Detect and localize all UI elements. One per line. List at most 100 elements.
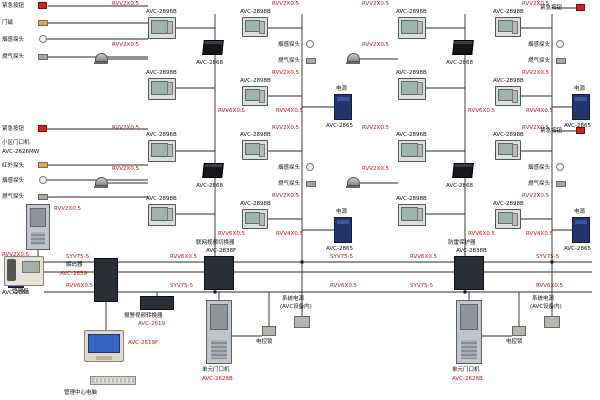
management-pc-keyboard xyxy=(90,376,136,385)
wire-label: RVV2X0.5 xyxy=(112,42,140,48)
sensor-label-gas-5: 燃气探头 xyxy=(278,181,301,187)
emergency-button-icon xyxy=(576,127,585,134)
indoor-monitor xyxy=(242,17,268,37)
gas-detector-icon xyxy=(556,58,566,64)
indoor-monitor xyxy=(148,204,176,226)
sensor-label-emergency-3: 紧急按钮 xyxy=(2,126,25,132)
indoor-monitor xyxy=(398,78,426,100)
gas-detector-icon xyxy=(306,58,316,64)
model-label: AVC-2898B xyxy=(493,78,524,84)
wire-label: SYV75-5 xyxy=(170,283,194,289)
smoke-detector-icon xyxy=(306,163,314,171)
model-label: AVC-2898B xyxy=(240,132,271,138)
gas-detector-icon xyxy=(556,181,566,187)
wire-label: RVV6X0.5 xyxy=(66,283,94,289)
surge-protector-label: 防雷保护器 xyxy=(448,240,476,246)
management-phone xyxy=(4,256,44,286)
system-power-2 xyxy=(544,316,560,328)
unit-door-station-2-model: AVC-2626B xyxy=(452,376,483,382)
sensor-label-smoke-6: 烟感探头 xyxy=(528,165,551,171)
electric-lock-2-label: 电控锁 xyxy=(506,339,523,345)
sensor-label-gas-3: 燃气探头 xyxy=(528,58,551,64)
power-label: 电源 xyxy=(574,209,586,215)
smoke-detector-icon xyxy=(306,40,314,48)
surge-protector-model: AVC-2838B xyxy=(456,248,487,254)
system-power-2-label: 系统电源 xyxy=(532,296,555,302)
floor-distributor xyxy=(452,40,474,55)
sensor-label-emergency-1: 紧急按钮 xyxy=(2,3,25,9)
smoke-detector-icon xyxy=(556,40,564,48)
door-magnet-icon xyxy=(38,20,48,26)
wire-label: RVV4X0.5 xyxy=(276,231,304,237)
model-label: AVC-2898B xyxy=(493,9,524,15)
electric-lock-1 xyxy=(262,326,276,336)
model-label: AVC-2898B xyxy=(146,70,177,76)
model-label: AVC-2898B xyxy=(493,201,524,207)
power-label: 电源 xyxy=(336,209,348,215)
wire-label: RVV6X0.5 xyxy=(536,283,564,289)
indoor-monitor xyxy=(495,86,521,106)
wire-label: RVV2X0.5 xyxy=(362,1,390,7)
wire-label: RVV6X0.5 xyxy=(468,231,496,237)
electric-lock-1-label: 电控锁 xyxy=(256,339,273,345)
gas-detector-icon xyxy=(306,181,316,187)
indoor-monitor xyxy=(495,209,521,229)
decoder-model: AVC-2839 xyxy=(60,271,87,277)
sensor-label-gas-2: 燃气探头 xyxy=(278,58,301,64)
electric-lock-2 xyxy=(512,326,526,336)
model-label: AVC-2896B xyxy=(396,9,427,15)
dome-camera-icon xyxy=(346,177,360,188)
model-label: AVC-2868 xyxy=(196,60,223,66)
unit-door-station-2 xyxy=(456,300,482,364)
system-power-2-sublabel: (AVC设备内) xyxy=(530,304,562,310)
wire-label: RVV2X0.5 xyxy=(522,1,550,7)
emergency-button-icon xyxy=(38,125,47,132)
indoor-monitor xyxy=(398,140,426,162)
indoor-monitor xyxy=(148,140,176,162)
wire-label: RVV2X0.5 xyxy=(112,166,140,172)
sensor-label-smoke-4: 烟感探头 xyxy=(2,178,25,184)
surge-protector-box xyxy=(454,256,484,290)
wire-label: RVV6X0.5 xyxy=(330,283,358,289)
sensor-label-smoke-1: 烟感探头 xyxy=(2,37,25,43)
model-label: AVC-2868 xyxy=(446,60,473,66)
unit-door-station-1-model: AVC-2626B xyxy=(202,376,233,382)
floor-distributor xyxy=(202,40,224,55)
sensor-label-gas-4: 燃气探头 xyxy=(2,194,25,200)
power-supply xyxy=(334,94,352,120)
wire-label: RVV2X0.5 xyxy=(272,70,300,76)
wire-label: RVV6X0.5 xyxy=(468,108,496,114)
sensor-label-emergency-2: 紧急按钮 xyxy=(540,5,563,11)
emergency-button-icon xyxy=(576,4,585,11)
model-label: AVC-2898B xyxy=(240,78,271,84)
model-label: AVC-2896B xyxy=(146,132,177,138)
smoke-detector-icon xyxy=(39,176,47,184)
model-label: AVC-2865 xyxy=(326,246,353,252)
wire-label: RVV6X0.5 xyxy=(410,254,438,260)
wire-label: RVV6X0.5 xyxy=(218,231,246,237)
wire-label: SYV75-5 xyxy=(410,283,434,289)
model-label: AVC-2898B xyxy=(396,70,427,76)
video-switcher-model: AVC-2838F xyxy=(206,248,237,254)
decoder-box xyxy=(94,258,118,302)
model-label: AVC-2898B xyxy=(146,196,177,202)
model-label: AVC-2896B xyxy=(396,132,427,138)
ir-detector-icon xyxy=(38,162,48,168)
model-label: AVC-2865 xyxy=(564,246,591,252)
wire-label: RVV2X0.5 xyxy=(362,125,390,131)
wire-label: RVV6X0.5 xyxy=(218,108,246,114)
wire-label: RVV2X0.5 xyxy=(522,193,550,199)
smoke-detector-icon xyxy=(556,163,564,171)
indoor-monitor xyxy=(398,17,426,39)
community-station-model: AVC-2626MW xyxy=(2,149,40,155)
wire-label: RVV2X0.5 xyxy=(272,125,300,131)
dome-camera-icon xyxy=(94,177,108,188)
model-label: AVC-2068 xyxy=(2,290,29,296)
alarm-video-converter-model: AVC-2619 xyxy=(138,321,165,327)
smoke-detector-icon xyxy=(39,35,47,43)
video-switcher-box xyxy=(204,256,234,290)
model-label: AVC-2865 xyxy=(326,123,353,129)
model-label: AVC-2865 xyxy=(564,123,591,129)
wire-label: RVV2X0.5 xyxy=(2,252,30,258)
video-switcher-label: 联网视频切换器 xyxy=(196,240,235,246)
